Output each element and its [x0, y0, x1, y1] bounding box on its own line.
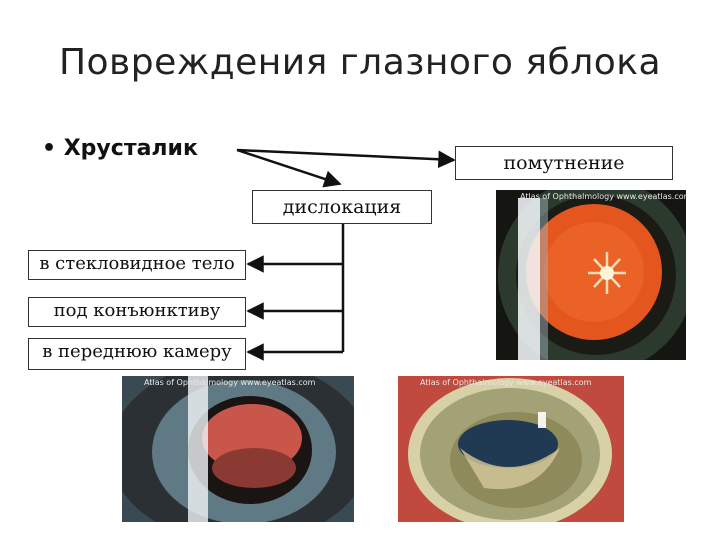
photo-anterior-dislocation: Atlas of Ophthalmology www.eyeatlas.com: [122, 376, 354, 522]
box-conjunctiva: под конъюнктиву: [28, 297, 246, 327]
box-opacity: помутнение: [455, 146, 673, 180]
bullet-lens: • Хрусталик: [42, 136, 198, 161]
caption-bottom-left: Atlas of Ophthalmology www.eyeatlas.com: [144, 378, 316, 387]
photo-cataract: Atlas of Ophthalmology www.eyeatlas.com: [496, 190, 686, 360]
box-anterior: в переднюю камеру: [28, 338, 246, 370]
box-vitreous: в стекловидное тело: [28, 250, 246, 280]
photo-subluxation: Atlas of Ophthalmology www.eyeatlas.com: [398, 376, 624, 522]
caption-bottom-right: Atlas of Ophthalmology www.eyeatlas.com: [420, 378, 592, 387]
caption-top-right: Atlas of Ophthalmology www.eyeatlas.com: [520, 192, 686, 201]
slide-title: Повреждения глазного яблока: [58, 42, 662, 83]
box-dislocation: дислокация: [252, 190, 432, 224]
arrow-to-opacity: [236, 148, 456, 169]
arrow-to-dislocation: [236, 148, 342, 188]
